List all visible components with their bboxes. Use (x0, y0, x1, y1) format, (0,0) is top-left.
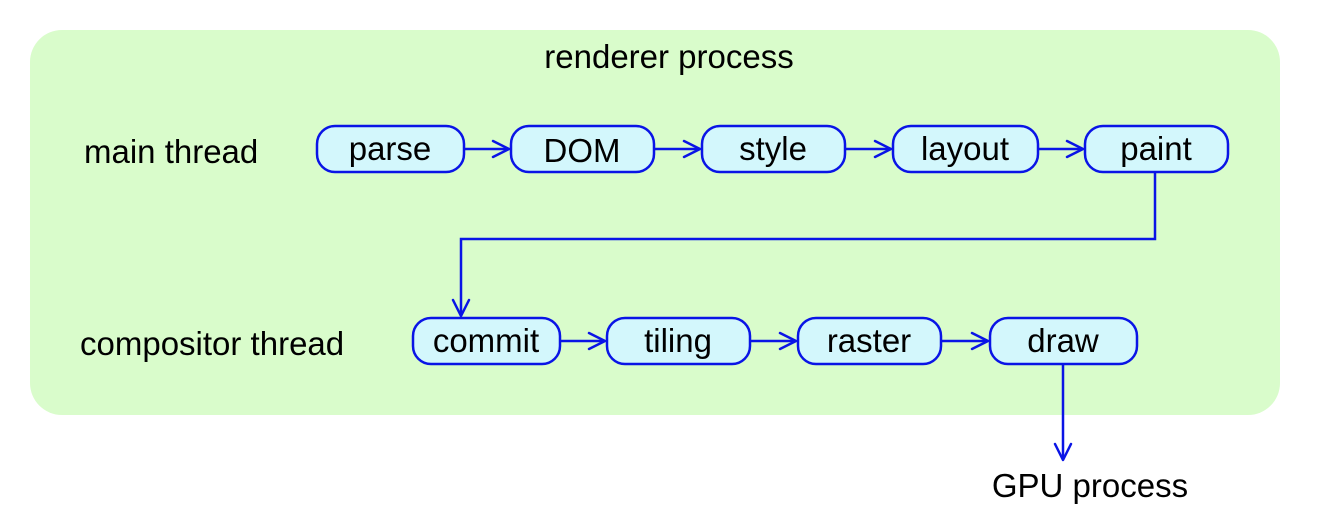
stage-paint-label: paint (1120, 130, 1192, 167)
stage-commit-label: commit (433, 322, 539, 359)
stage-layout: layout (891, 124, 1040, 174)
renderer-process-title: renderer process (544, 38, 793, 75)
stage-draw-label: draw (1027, 322, 1099, 359)
stage-tiling: tiling (605, 316, 752, 366)
stage-parse: parse (315, 124, 466, 174)
stage-draw: draw (988, 316, 1139, 366)
main-thread-label: main thread (84, 133, 258, 170)
stage-style: style (700, 124, 847, 174)
stage-commit: commit (411, 316, 562, 366)
gpu-process-label: GPU process (992, 467, 1188, 504)
stage-tiling-label: tiling (644, 322, 712, 359)
stage-paint: paint (1083, 124, 1230, 174)
edge-paint-commit (451, 172, 1157, 318)
stage-raster-label: raster (827, 322, 911, 359)
stage-dom-label: DOM (544, 132, 621, 169)
stage-layout-label: layout (921, 130, 1009, 167)
compositor-thread-label: compositor thread (80, 325, 344, 362)
stage-raster: raster (796, 316, 943, 366)
stage-dom: DOM (509, 124, 656, 174)
stage-style-label: style (739, 130, 807, 167)
stage-parse-label: parse (349, 130, 432, 167)
